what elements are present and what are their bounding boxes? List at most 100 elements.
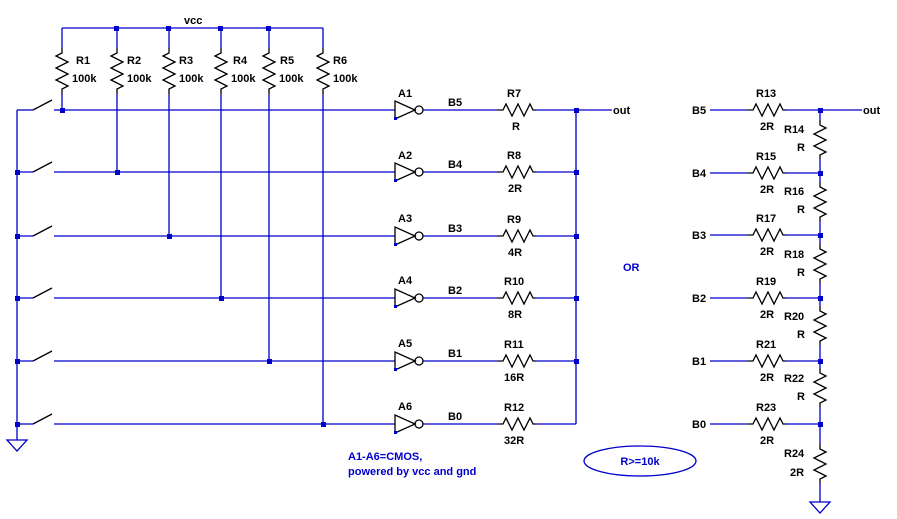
resistor-r17 [748, 227, 786, 243]
r15-value: 2R [760, 184, 774, 196]
r12-ref: R12 [504, 402, 524, 414]
resistor-r24 [812, 444, 828, 483]
resistor-r10 [498, 290, 536, 306]
r8-value: 2R [508, 183, 522, 195]
r1-value: 100k [72, 73, 97, 85]
r10-ref: R10 [504, 276, 524, 288]
switch-2 [32, 161, 117, 173]
r4-value: 100k [231, 73, 256, 85]
resistor-r13 [748, 102, 786, 118]
resistor-r4 [213, 48, 229, 94]
r14-ref: R14 [784, 124, 805, 136]
resistor-r5 [261, 48, 277, 94]
r13-ref: R13 [756, 88, 776, 100]
r11-ref: R11 [504, 339, 524, 351]
resistor-r11 [498, 353, 536, 369]
b4-label: B4 [448, 159, 463, 171]
r9-value: 4R [508, 247, 522, 259]
switch-4 [32, 287, 221, 299]
ladder-b4: B4 [692, 168, 707, 180]
switch-5 [32, 350, 269, 362]
ladder-b0: B0 [692, 419, 706, 431]
ladder-b2: B2 [692, 293, 706, 305]
r17-value: 2R [760, 246, 774, 258]
a2-ref: A2 [398, 150, 412, 162]
r5-ref: R5 [280, 55, 294, 67]
switch-6 [32, 413, 323, 425]
r16-ref: R16 [784, 186, 804, 198]
cmos-note-line2: powered by vcc and gnd [348, 466, 476, 478]
resistor-r22 [812, 368, 828, 407]
r19-ref: R19 [756, 276, 776, 288]
switches [32, 99, 323, 425]
resistor-r23 [748, 416, 786, 432]
ladder-b5: B5 [692, 105, 706, 117]
r17-ref: R17 [756, 213, 776, 225]
resistor-r7 [498, 102, 536, 118]
resistor-r19 [748, 290, 786, 306]
resistor-r12 [498, 416, 536, 432]
r6-value: 100k [333, 73, 358, 85]
ground-symbol-right [808, 501, 832, 514]
cmos-note-line1: A1-A6=CMOS, [348, 451, 422, 463]
r21-ref: R21 [756, 339, 776, 351]
r20-value: R [797, 329, 805, 341]
inverter-a6: A6 [394, 401, 424, 435]
r9-ref: R9 [507, 214, 521, 226]
resistor-r2 [109, 48, 125, 94]
b3-label: B3 [448, 223, 462, 235]
resistor-r18 [812, 244, 828, 283]
ladder-b3: B3 [692, 230, 706, 242]
a3-ref: A3 [398, 213, 412, 225]
a1-ref: A1 [398, 88, 412, 100]
resistor-r9 [498, 228, 536, 244]
vcc-bus: vcc [62, 15, 323, 31]
r2-value: 100k [127, 73, 152, 85]
switch-3 [32, 225, 169, 237]
switch-1 [32, 99, 62, 111]
r3-ref: R3 [179, 55, 193, 67]
inverters: A1 A2 A3 A4 A5 A6 [394, 88, 424, 435]
resistor-r15 [748, 165, 786, 181]
r21-value: 2R [760, 372, 774, 384]
ground-rail [5, 109, 33, 452]
inverter-a4: A4 [394, 275, 424, 309]
out-label-left: out [613, 105, 630, 117]
weighted-network: B5 B4 B3 B2 B1 B0 R7 R R8 2R R9 4R R10 8… [423, 88, 630, 447]
r2r-ladder: B5 B4 B3 B2 B1 B0 R13 2R R15 2R R17 2R R… [692, 88, 880, 514]
b2-label: B2 [448, 285, 462, 297]
r6-ref: R6 [333, 55, 347, 67]
r3-value: 100k [179, 73, 204, 85]
b5-label: B5 [448, 97, 462, 109]
resistor-r14 [812, 120, 828, 159]
r5-value: 100k [279, 73, 304, 85]
a6-ref: A6 [398, 401, 412, 413]
notes: A1-A6=CMOS, powered by vcc and gnd OR R>… [348, 262, 697, 478]
inverter-a2: A2 [394, 150, 424, 183]
resistor-r20 [812, 306, 828, 345]
r13-value: 2R [760, 121, 774, 133]
pullup-resistors: R1 100k R2 100k R3 100k R4 100k R5 100k … [54, 28, 358, 424]
ground-symbol-left [5, 439, 29, 452]
out-label-right: out [863, 105, 880, 117]
r23-ref: R23 [756, 402, 776, 414]
r22-value: R [797, 391, 805, 403]
b1-label: B1 [448, 348, 462, 360]
r8-ref: R8 [507, 150, 521, 162]
r12-value: 32R [504, 435, 524, 447]
r14-value: R [797, 142, 805, 154]
r16-value: R [797, 204, 805, 216]
r24-value: 2R [790, 467, 804, 479]
b0-label: B0 [448, 411, 462, 423]
r15-ref: R15 [756, 151, 776, 163]
r2-ref: R2 [127, 55, 141, 67]
resistor-r1 [54, 48, 70, 94]
r10-value: 8R [508, 309, 522, 321]
inverter-a1: A1 [394, 88, 424, 121]
r4-ref: R4 [233, 55, 248, 67]
ladder-b1: B1 [692, 356, 706, 368]
resistor-r3 [161, 48, 177, 94]
inverter-a5: A5 [394, 338, 424, 372]
r18-value: R [797, 267, 805, 279]
